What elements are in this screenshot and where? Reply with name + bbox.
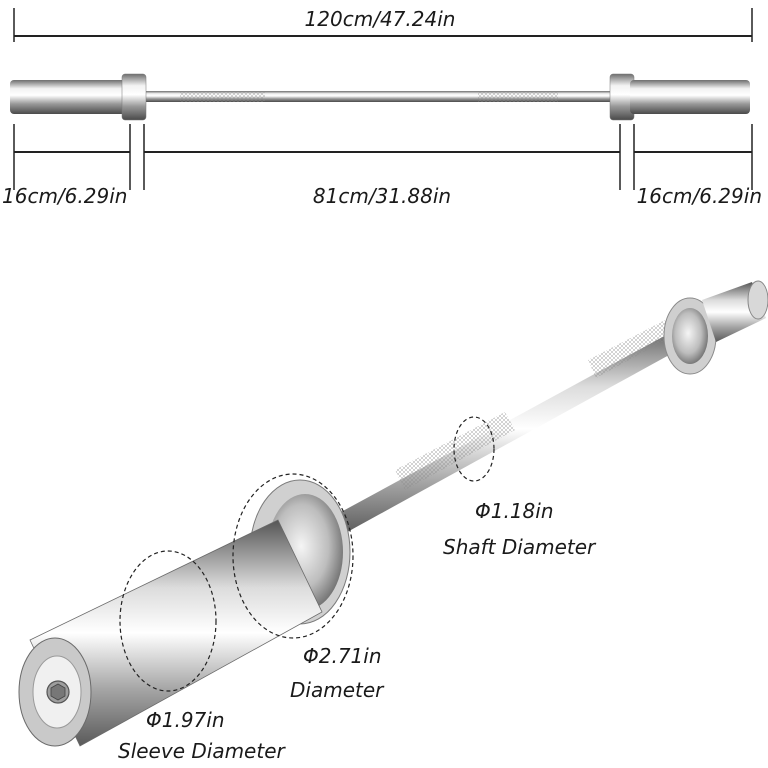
callout-labels: Φ1.18in Shaft Diameter Φ2.71in Diameter … (118, 499, 597, 763)
shaft-diameter-value: Φ1.18in (475, 499, 554, 523)
sleeve-diameter-value: Φ1.97in (146, 708, 225, 732)
sleeve-diameter-ring (119, 550, 217, 692)
sleeve-diameter-caption: Sleeve Diameter (118, 739, 287, 763)
shaft-length-label: 81cm/31.88in (313, 184, 451, 208)
shaft-diameter-ring (453, 416, 495, 482)
shaft-diameter-caption: Shaft Diameter (443, 535, 597, 559)
perspective-barbell (18, 280, 768, 747)
collar-diameter-value: Φ2.71in (303, 644, 382, 668)
right-sleeve-length-label: 16cm/6.29in (637, 184, 762, 208)
collar-diameter-caption: Diameter (290, 678, 385, 702)
top-dimension-group: 120cm/47.24in (13, 5, 753, 42)
segment-dimension-group: 16cm/6.29in 81cm/31.88in 16cm/6.29in (2, 124, 762, 208)
top-barbell (10, 73, 750, 121)
callout-rings (119, 416, 495, 692)
total-length-label: 120cm/47.24in (305, 7, 456, 31)
collar-diameter-ring (232, 473, 354, 639)
left-sleeve-length-label: 16cm/6.29in (2, 184, 127, 208)
